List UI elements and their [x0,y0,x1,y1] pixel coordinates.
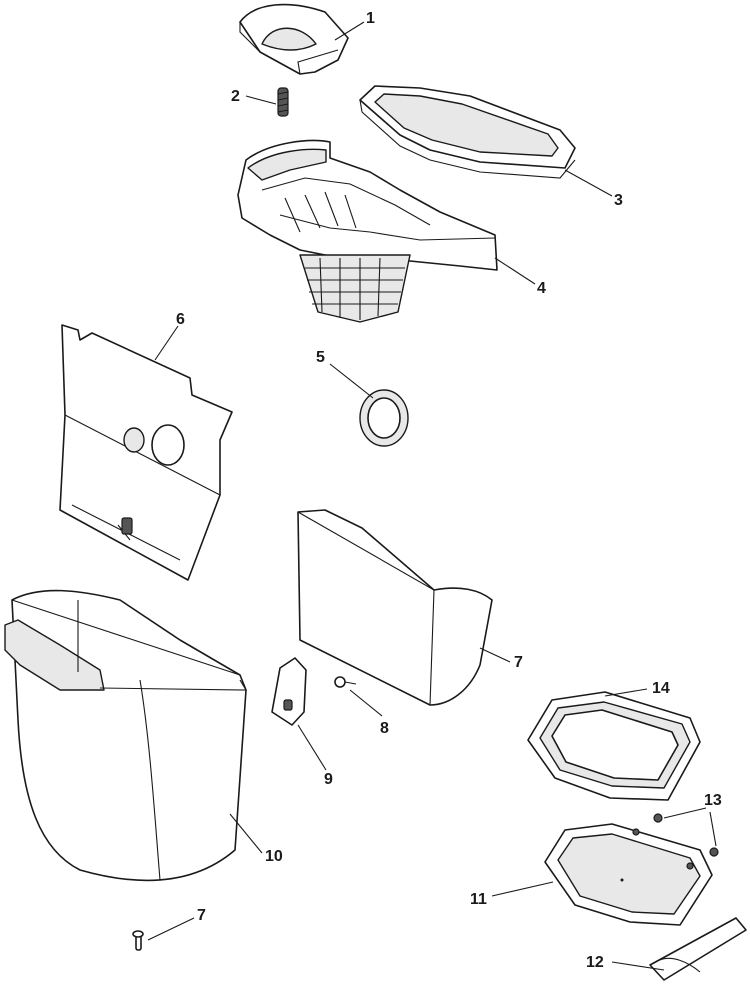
part-7-inner-liner [297,509,493,706]
part-7-screw [132,930,144,951]
callout-labels: 1 2 3 4 5 6 7 8 9 10 7 14 13 11 12 [176,10,722,971]
leader-3 [564,169,613,197]
leader-13b [709,811,717,847]
callout-7-upper: 7 [514,654,523,671]
leader-1 [334,21,365,41]
callout-5: 5 [316,349,325,366]
leader-10 [229,813,263,854]
leader-12 [611,961,665,971]
part-4-filter-housing [237,139,498,323]
leader-2 [245,95,277,105]
callout-10: 10 [265,848,283,865]
part-3-gasket [359,85,576,179]
leader-7b [147,917,195,941]
callout-4: 4 [537,280,546,297]
part-2-spring [277,87,289,117]
leader-4 [494,257,536,285]
callout-3: 3 [614,192,623,209]
leader-9 [297,724,327,771]
callout-8: 8 [380,720,389,737]
callout-14: 14 [652,680,670,697]
callout-12: 12 [586,954,604,971]
leader-14 [604,688,648,697]
leader-11 [491,881,554,897]
part-8-screw [334,676,357,688]
leader-8 [349,689,383,717]
part-1-cap [239,3,349,75]
callout-13: 13 [704,792,722,809]
part-9-bracket [271,657,307,726]
leader-6 [154,325,179,361]
callout-2: 2 [231,88,240,105]
callout-7-lower: 7 [197,907,206,924]
leader-13a [663,807,707,819]
callout-6: 6 [176,311,185,328]
part-10-housing [4,589,247,882]
leader-lines [147,21,717,971]
part-5-o-ring [359,389,409,447]
part-12-clip [649,917,747,981]
callout-9: 9 [324,771,333,788]
part-14-tray-frame [527,691,701,801]
callout-1: 1 [366,10,375,27]
part-11-lower-tray [544,823,713,926]
leader-7a [479,647,511,663]
part-6-rear-panel [59,324,233,581]
leader-5 [329,363,374,399]
part-13-fasteners [653,813,719,857]
callout-11: 11 [470,891,487,908]
